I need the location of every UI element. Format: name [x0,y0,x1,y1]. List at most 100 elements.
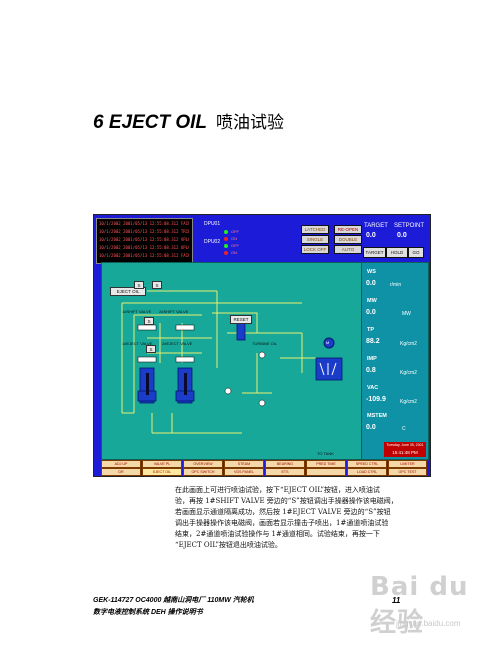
turbine-oil-label: TURBINE OIL [252,341,278,346]
tab-blank[interactable] [306,468,346,476]
clock: Tuesday, June 05, 2001 15:41:48 PM [384,442,426,457]
ws-unit: r/min [390,282,402,288]
single-button[interactable]: SINGLE [301,235,329,244]
imp-label: IMP [367,356,377,362]
dpu1-label: DPU01 [204,221,221,227]
setpoint-value: 0.0 [397,232,407,239]
tab-steam[interactable]: STEAM [224,460,264,468]
eject-valve-2-label: 2#EJECT VALVE [162,341,193,346]
readout-panel: WS 0.0 r/min MW 0.0 MW TP 88.2 Kg/cm2 IM… [361,262,429,460]
alarm-row: 10/1/2002 2001/05/13 12:55:08.312 UPLG [99,245,189,250]
paragraph-line: 调出手操器操作该电磁阀，画面若显示撞击子喷出，1#通道喷油试验 [175,519,389,527]
latched-button[interactable]: LATCHED [301,225,329,234]
section-title-en: EJECT OIL [108,112,207,133]
dpu-status-icon [224,244,228,248]
tab-valve-pl[interactable]: VALVE PL [142,460,182,468]
vac-unit: Kg/cm2 [400,399,417,405]
dpu-status-icon [224,251,228,255]
footer-line-2: 数字电液控制系统 DEH 操作说明书 [93,609,203,616]
motor-label: M [326,340,330,345]
tab-overview[interactable]: OVERVIEW [183,460,223,468]
clock-date: Tuesday, June 05, 2001 [386,443,424,447]
s-button[interactable]: S [152,281,162,289]
mstem-unit: C [402,426,406,432]
alarm-row: 10/1/2002 2001/05/13 12:55:08.312 TRIP [99,229,189,234]
reopen-button[interactable]: RE-OPEN [334,225,362,234]
target-label: TARGET [364,223,388,229]
alarm-row: 10/1/2002 2001/05/13 12:55:08.312 FAIL [99,253,189,258]
imp-value: 0.8 [366,367,376,374]
tab-adj-up[interactable]: ADJ UP [101,460,141,468]
footer-line-1: GEK-114727 OC4000 越南山洞电厂 110MW 汽轮机 [93,597,254,604]
imp-unit: Kg/cm2 [400,370,417,376]
clock-time: 15:41:48 PM [392,450,418,455]
alarm-list: 10/1/2002 2001/05/13 12:55:08.312 FAIL 1… [96,218,193,264]
auto-button[interactable]: AUTO [334,245,362,254]
deh-screen: 10/1/2002 2001/05/13 12:55:08.312 FAIL 1… [93,214,431,477]
ws-label: WS [367,269,376,275]
mw-label: MW [367,298,377,304]
double-button[interactable]: DOUBLE [334,235,362,244]
section-number: 6 [93,112,104,133]
reset-button[interactable]: RESET [230,315,252,324]
paragraph-line: “EJECT OIL”按钮退出喷油试验。 [175,541,282,549]
tab-dr[interactable]: DR [101,468,141,476]
tab-vds-panel[interactable]: VDS PANEL [224,468,264,476]
tp-label: TP [367,327,375,333]
tab-opc-switch[interactable]: OPC SWITCH [183,468,223,476]
paragraph-line: 结束，2#通道喷油试验操作与 1#通道相同。试验结束，再按一下 [175,530,380,538]
alarm-row: 10/1/2002 2001/05/13 12:55:08.312 VPLG [99,237,189,242]
vac-label: VAC [367,385,379,391]
hold-button[interactable]: HOLD [386,247,408,258]
baidu-watermark-url: jingyan.baidu.com [396,619,461,628]
tab-load-ctrl[interactable]: LOAD CTRL [347,468,387,476]
target-value: 0.0 [366,232,376,239]
tp-unit: Kg/cm2 [400,341,417,347]
shift-valve-1-label: 1#SHIFT VALVE [122,309,152,314]
alarm-row: 10/1/2002 2001/05/13 12:55:08.312 FAIL [99,221,189,226]
vac-value: -109.9 [366,396,386,403]
tab-pred-time[interactable]: PRED TIME [306,460,346,468]
eject-valve-1-label: 1#EJECT VALVE [122,341,153,346]
tab-bearing[interactable]: BEARING [265,460,305,468]
section-title: 6 EJECT OIL 喷油试验 [93,108,284,134]
tab-eject-oil[interactable]: EJECT OIL [142,468,182,476]
dpu-status-icon [224,230,228,234]
s-button[interactable]: S [146,345,156,353]
mstem-value: 0.0 [366,424,376,431]
s-button[interactable]: S [144,317,154,325]
go-button[interactable]: GO [408,247,424,258]
dpu-indicator-label: OFF [231,243,239,248]
tab-ets[interactable]: ETS [265,468,305,476]
ws-value: 0.0 [366,280,376,287]
page-number: 11 [392,596,401,605]
setpoint-label: SETPOINT [394,223,425,229]
dpu-indicator-label: ON [231,236,237,241]
mw-unit: MW [402,311,411,317]
paragraph-line: 若画面显示通道隔离成功，然后按 1#EJECT VALVE 旁边的“S”按钮 [175,508,391,516]
paragraph-line: 验，再按 1#SHIFT VALVE 旁边的“S”按钮调出手操器操作该电磁阀， [175,497,398,505]
screen-nav: ADJ UP VALVE PL OVERVIEW STEAM BEARING P… [101,460,427,476]
description-paragraph: 在此画面上可进行喷油试验，按下“EJECT OIL”按钮，进入喷油试 验，再按 … [175,485,443,551]
dpu-indicator-label: ON [231,250,237,255]
mw-value: 0.0 [366,309,376,316]
s-button[interactable]: S [134,281,144,289]
dpu-status-icon [224,237,228,241]
section-title-cn: 喷油试验 [215,113,284,133]
dpu-indicator-label: OFF [231,229,239,234]
eject-oil-diagram: EJECT OIL S S 1#SHIFT VALVE 2#SHIFT VALV… [101,262,362,460]
eject-oil-button[interactable]: EJECT OIL [110,287,146,296]
shift-valve-2-label: 2#SHIFT VALVE [159,309,189,314]
piping-schematic [121,290,343,434]
baidu-watermark: Bai du 经验 [370,572,469,638]
paragraph-line: 在此画面上可进行喷油试验，按下“EJECT OIL”按钮，进入喷油试 [175,486,380,494]
tab-opc-test[interactable]: OPC TEST [388,468,427,476]
tp-value: 88.2 [366,338,380,345]
target-button[interactable]: TARGET [363,247,386,258]
dpu2-label: DPU02 [204,239,221,245]
mstem-label: MSTEM [367,413,387,419]
lock-off-button[interactable]: LOCK OFF [301,245,329,254]
tab-limiter[interactable]: LIMITER [388,460,427,468]
to-tank-label: TO TANK [317,451,334,456]
tab-speed-ctrl[interactable]: SPEED CTRL [347,460,387,468]
